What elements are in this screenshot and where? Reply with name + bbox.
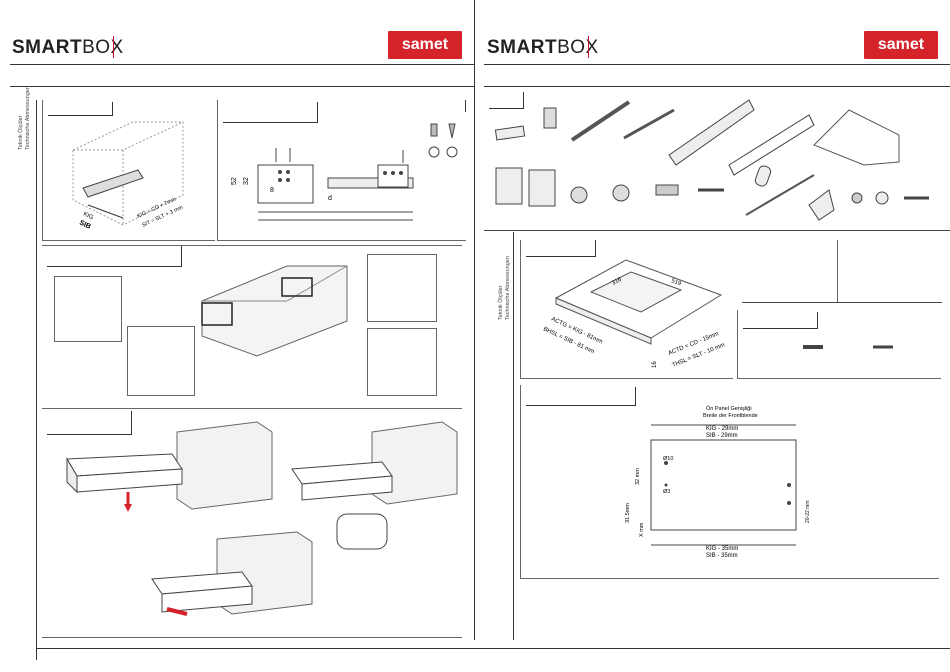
- svg-text:8: 8: [270, 187, 274, 194]
- subheader-rule-left: [10, 86, 475, 87]
- brand-title-right: SMARTBOX: [487, 37, 599, 58]
- svg-text:Ø10: Ø10: [663, 456, 673, 462]
- front-panel-dimensions: Ön Panel Genişliği Breite der Frontblend…: [520, 385, 939, 579]
- dimension-panel: 52 32 8 d: [217, 100, 466, 241]
- left-margin-rule: [36, 100, 37, 660]
- svg-text:d: d: [328, 195, 332, 202]
- svg-text:Breite der Frontblende: Breite der Frontblende: [703, 413, 758, 419]
- samet-logo-right: samet: [864, 31, 938, 59]
- subheader-rule-right: [484, 86, 950, 87]
- footer-rule: [36, 648, 950, 649]
- svg-text:KIG: KIG: [82, 211, 94, 221]
- dimension-drawing: 52 32 8 d: [231, 148, 414, 221]
- samet-logo-left: samet: [388, 31, 462, 59]
- page-divider: [474, 0, 475, 640]
- header-rule-right: [484, 64, 950, 65]
- svg-text:32: 32: [243, 177, 250, 185]
- cabinet-panel: KIG SIB KIG = CD + 7mm SIT = SLT + 3 mm: [42, 100, 215, 241]
- screw-panel-rule: [742, 302, 942, 303]
- drawer-removal-drawing: [66, 421, 458, 616]
- empty-panel: [737, 240, 838, 302]
- svg-text:SIB: SIB: [78, 219, 92, 230]
- screw-panel: [737, 310, 941, 379]
- svg-text:16: 16: [652, 361, 658, 368]
- svg-text:KIG - 29mm: KIG - 29mm: [706, 426, 738, 432]
- svg-text:SIB - 35mm: SIB - 35mm: [706, 553, 738, 559]
- header-rule-left: [10, 64, 475, 65]
- svg-text:SIB - 29mm: SIB - 29mm: [706, 433, 738, 439]
- svg-text:32 mm: 32 mm: [635, 468, 641, 485]
- drawer-removal-panel: [42, 408, 462, 638]
- header-divider-left: [113, 36, 114, 58]
- header-divider-right: [588, 36, 589, 58]
- detail-box-c: [367, 254, 437, 322]
- cabinet-clip-drawing: [201, 265, 348, 357]
- screws-icon: [428, 123, 458, 158]
- svg-text:31.5mm: 31.5mm: [625, 503, 631, 523]
- svg-text:519: 519: [670, 278, 682, 287]
- svg-text:Ø3: Ø3: [663, 489, 670, 495]
- svg-text:52: 52: [231, 177, 238, 185]
- bottom-panel-drawing: 519 316 ACTG = KIG - 81mm BHSL = SIB - 8…: [542, 259, 726, 369]
- svg-text:Ön Panel Genişliği: Ön Panel Genişliği: [706, 405, 752, 412]
- brand-title-left: SMARTBOX: [12, 37, 124, 58]
- front-panel-drawing: Ön Panel Genişliği Breite der Frontblend…: [625, 405, 811, 559]
- clip-installation-panel: [42, 245, 462, 403]
- svg-text:BHSL = SIB - 81 mm: BHSL = SIB - 81 mm: [542, 326, 595, 355]
- svg-text:20-22 mm: 20-22 mm: [805, 500, 811, 523]
- svg-text:316: 316: [611, 276, 623, 286]
- parts-panel: [484, 90, 950, 231]
- cabinet-drawing: KIG SIB KIG = CD + 7mm SIT = SLT + 3 mm: [72, 121, 184, 231]
- parts-drawing: [494, 99, 929, 221]
- screw-icons: [803, 345, 893, 349]
- svg-text:KIG - 35mm: KIG - 35mm: [706, 546, 738, 552]
- detail-box-b: [127, 326, 195, 396]
- bottom-panel-dimensions: 519 316 ACTG = KIG - 81mm BHSL = SIB - 8…: [520, 240, 733, 379]
- detail-box-a: [54, 276, 122, 342]
- detail-box-d: [367, 328, 437, 396]
- right-margin-rule: [513, 232, 514, 640]
- svg-text:X mm: X mm: [639, 522, 645, 537]
